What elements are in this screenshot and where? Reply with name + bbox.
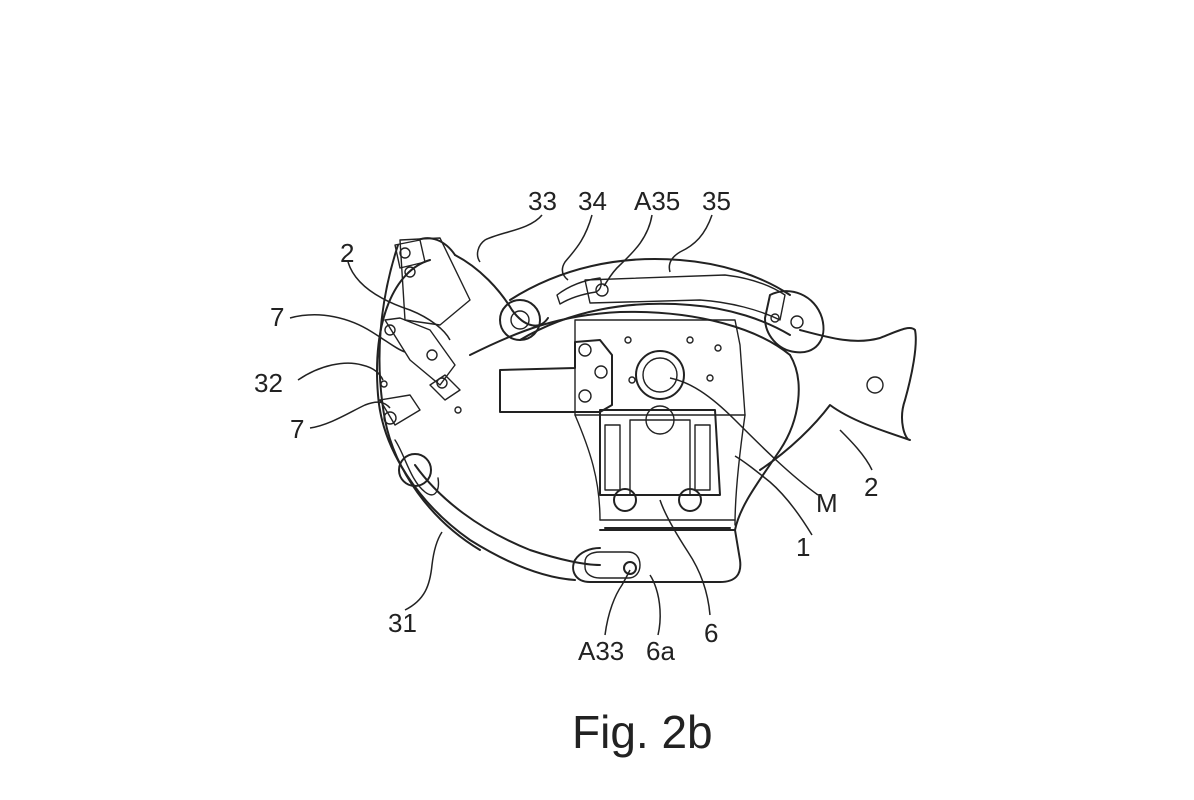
label-34: 34 bbox=[578, 186, 607, 216]
foot-slot bbox=[584, 551, 641, 579]
label-2-right: 2 bbox=[864, 472, 878, 502]
handle-screw bbox=[866, 376, 884, 394]
label-1: 1 bbox=[796, 532, 810, 562]
label-a35: A35 bbox=[634, 186, 680, 216]
label-6: 6 bbox=[704, 618, 718, 648]
label-2-top: 2 bbox=[340, 238, 354, 268]
figure-caption: Fig. 2b bbox=[572, 706, 713, 758]
label-6a: 6a bbox=[646, 636, 675, 666]
label-7-top: 7 bbox=[270, 302, 284, 332]
upper-arc-segments bbox=[399, 237, 825, 354]
leader-lines bbox=[289, 214, 873, 636]
label-32: 32 bbox=[254, 368, 283, 398]
reference-labels: 33 34 A35 35 2 7 32 7 31 A33 6a 6 1 M 2 bbox=[254, 186, 878, 666]
central-mechanism bbox=[499, 319, 746, 526]
left-jaw-parts bbox=[379, 239, 462, 496]
label-7-bottom: 7 bbox=[290, 414, 304, 444]
label-33: 33 bbox=[528, 186, 557, 216]
label-31: 31 bbox=[388, 608, 417, 638]
label-m: M bbox=[816, 488, 838, 518]
label-35: 35 bbox=[702, 186, 731, 216]
label-a33: A33 bbox=[578, 636, 624, 666]
